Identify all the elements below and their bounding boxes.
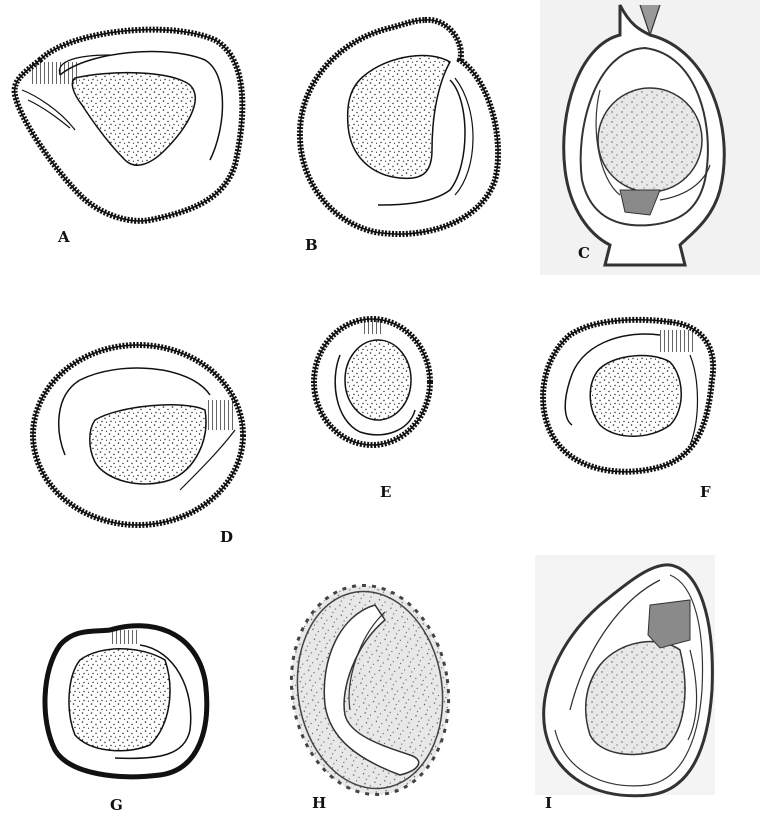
panel-a-endosperm xyxy=(72,73,195,166)
panel-d-hilum xyxy=(205,400,235,430)
panel-c: C xyxy=(540,0,760,275)
panel-f-hilum xyxy=(660,330,696,352)
panel-b: B xyxy=(300,20,498,254)
panel-f: F xyxy=(543,320,713,501)
panel-d-endosperm xyxy=(90,405,206,484)
panel-a: A xyxy=(15,30,243,246)
panel-d-label: D xyxy=(220,528,233,546)
panel-c-endosperm xyxy=(598,88,702,192)
panel-g-hilum xyxy=(110,630,138,644)
panel-a-label: A xyxy=(57,228,70,246)
panel-f-label: F xyxy=(700,483,711,501)
panel-d: D xyxy=(33,345,243,546)
panel-g-label: G xyxy=(110,796,123,814)
panel-e: E xyxy=(314,319,430,501)
panel-b-endosperm xyxy=(348,56,450,179)
panel-i-hilum xyxy=(648,600,690,648)
panel-b-label: B xyxy=(305,236,318,254)
panel-a-hilum xyxy=(32,62,77,84)
panel-e-hilum xyxy=(362,320,384,334)
panel-e-endosperm xyxy=(345,340,411,420)
panel-i-label: I xyxy=(545,794,552,812)
panel-c-label: C xyxy=(578,244,590,262)
panel-e-label: E xyxy=(380,483,391,501)
panel-i: I xyxy=(535,555,715,812)
panel-h-label: H xyxy=(312,794,326,812)
panel-f-endosperm xyxy=(590,356,681,437)
panel-g: G xyxy=(45,626,207,814)
panel-h: H xyxy=(278,575,462,812)
panel-g-endosperm xyxy=(69,649,170,751)
